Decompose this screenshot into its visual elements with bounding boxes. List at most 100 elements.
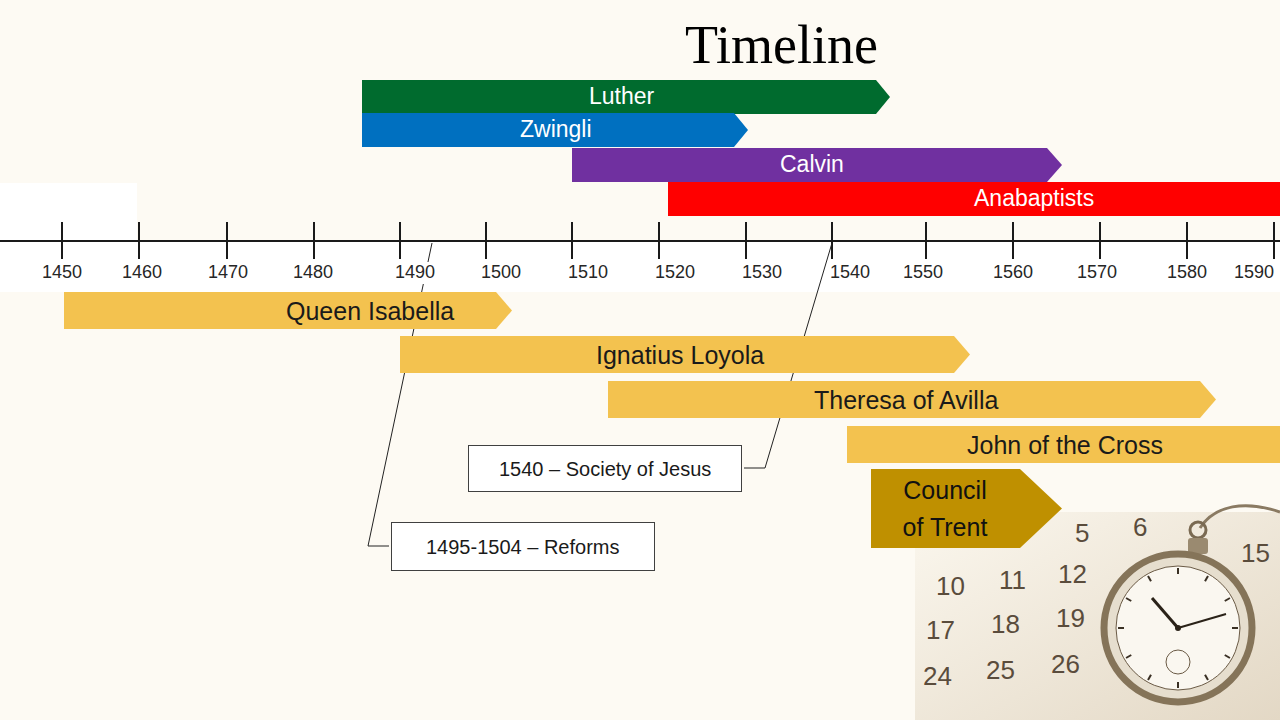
tick (658, 222, 660, 259)
year-slot: 1520 (653, 262, 697, 284)
callout-box: 1540 – Society of Jesus (468, 445, 742, 492)
calendar-slot: 15 (1241, 538, 1270, 569)
tick (1012, 222, 1014, 259)
calendar-slot: 24 (923, 661, 952, 692)
calendar-slot: 5 (1075, 518, 1089, 549)
year-label: 1530 (740, 262, 784, 284)
year-label: 1560 (991, 262, 1035, 284)
tick (571, 222, 573, 259)
calendar-number: 11 (999, 565, 1026, 596)
hour-mark (1225, 655, 1230, 658)
hour-mark (1205, 576, 1208, 581)
year-slot: 1550 (901, 262, 945, 284)
timeline-bar: Calvin (572, 148, 1062, 182)
axis-ticks (62, 222, 1274, 259)
year-slot: 1470 (206, 262, 250, 284)
calendar-number: 19 (1056, 603, 1085, 634)
white-band (0, 242, 1280, 292)
calendar-slot: 19 (1056, 603, 1085, 634)
hour-mark (1126, 655, 1131, 658)
watch-chain (1200, 506, 1280, 528)
year-label: 1450 (40, 262, 84, 284)
hour-mark (1118, 627, 1124, 629)
arrow-bar (400, 336, 970, 373)
timeline-bar: Luther (362, 80, 890, 114)
tick (925, 222, 927, 259)
tick (831, 222, 833, 259)
tick (745, 222, 747, 259)
year-label: 1580 (1165, 262, 1209, 284)
seconds-dial (1166, 650, 1190, 674)
bar-label: Anabaptists (974, 185, 1094, 213)
arrow-bar (608, 381, 1216, 418)
tick (485, 222, 487, 259)
calendar-number: 24 (923, 661, 952, 692)
timeline-bar: John of the Cross (847, 426, 1280, 463)
leader-line (368, 243, 432, 546)
year-label: 1590 (1232, 262, 1276, 284)
time-axis (0, 240, 1280, 242)
year-label: 1510 (566, 262, 610, 284)
tick (138, 222, 140, 259)
hour-mark (1225, 598, 1230, 601)
timeline-bar: Ignatius Loyola (400, 336, 970, 373)
hour-mark (1177, 682, 1179, 688)
hour-mark (1148, 675, 1151, 680)
year-slot: 1500 (479, 262, 523, 284)
year-label: 1500 (479, 262, 523, 284)
tick (1099, 222, 1101, 259)
watch-dial (1116, 566, 1240, 690)
calendar-number: 10 (936, 571, 965, 602)
calendar-slot: 26 (1051, 649, 1080, 680)
calendar-number: 5 (1075, 518, 1089, 549)
year-label: 1480 (291, 262, 335, 284)
calendar-slot: 18 (991, 609, 1020, 640)
year-label: 1550 (901, 262, 945, 284)
year-slot: 1590 (1232, 262, 1276, 284)
callout-text: 1540 – Society of Jesus (499, 457, 711, 481)
arrow-bar (871, 469, 1062, 548)
hour-mark (1126, 598, 1131, 601)
year-slot: 1560 (991, 262, 1035, 284)
calendar-number: 15 (1241, 538, 1270, 569)
tick (1186, 222, 1188, 259)
calendar-number: 6 (1133, 512, 1147, 543)
calendar-slot: 25 (986, 655, 1015, 686)
arrow-bar (362, 113, 748, 147)
arrow-bar (847, 426, 1280, 463)
year-slot: 1460 (120, 262, 164, 284)
minute-hand (1178, 614, 1226, 628)
callout-border (469, 446, 742, 492)
calendar-slot: 17 (926, 615, 955, 646)
year-label: 1540 (828, 262, 872, 284)
bar-label: Luther (589, 83, 654, 111)
timeline-bar: Zwingli (362, 113, 748, 147)
calendar-number: 17 (926, 615, 955, 646)
watch-bow (1190, 522, 1206, 538)
arrow-bar (572, 148, 1062, 182)
year-label: 1460 (120, 262, 164, 284)
calendar-number: 12 (1058, 559, 1087, 590)
arrow-bar (362, 80, 890, 114)
hour-marks (1118, 568, 1238, 688)
event-arrow: Council of Trent (871, 469, 1062, 548)
tick (226, 222, 228, 259)
bar-label: Queen Isabella (286, 296, 454, 326)
year-label: 1470 (206, 262, 250, 284)
callout-border (392, 523, 655, 571)
timeline-bar: Queen Isabella (64, 292, 512, 329)
hour-hand (1152, 598, 1178, 628)
year-slot: 1450 (40, 262, 84, 284)
calendar-number: 18 (991, 609, 1020, 640)
arrow-bar (64, 292, 512, 329)
callout-text: 1495-1504 – Reforms (426, 535, 619, 559)
callout-box: 1495-1504 – Reforms (391, 522, 655, 571)
hour-mark (1232, 627, 1238, 629)
year-slot: 1510 (566, 262, 610, 284)
bar-label: John of the Cross (967, 430, 1163, 460)
hour-mark (1205, 675, 1208, 680)
bar-label: Theresa of Avilla (814, 385, 998, 415)
year-slot: 1490 (393, 262, 437, 284)
calendar-slot: 6 (1133, 512, 1147, 543)
calendar-number: 26 (1051, 649, 1080, 680)
